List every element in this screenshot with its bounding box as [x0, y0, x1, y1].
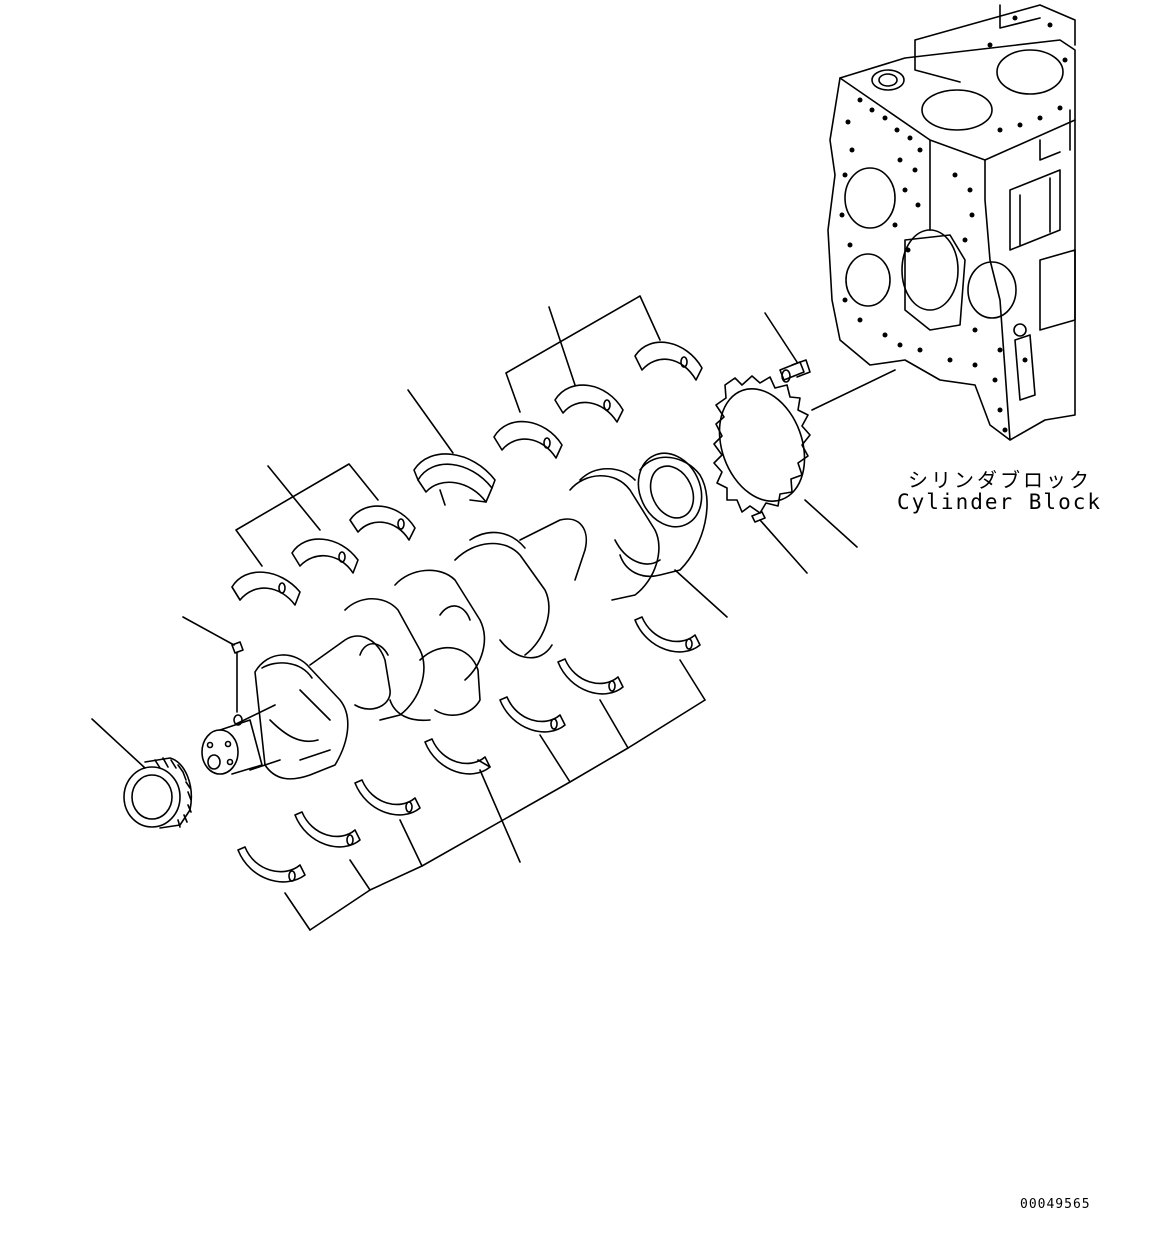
bolt [780, 360, 810, 382]
cylinder-block-label-en: Cylinder Block [897, 490, 1103, 514]
sensor-ring-gear [705, 376, 820, 513]
leader-line [812, 370, 895, 410]
leader-line [805, 500, 857, 547]
leader-line [183, 617, 237, 712]
crank-gear [124, 758, 191, 828]
lower-bearing-leaders [285, 660, 705, 930]
drawing-number: 00049565 [1020, 1197, 1091, 1212]
cylinder-block-label-jp: シリンダブロック [908, 468, 1092, 492]
crankshaft [202, 443, 713, 779]
upper-main-bearing-shells [232, 342, 702, 605]
lower-main-bearing-shells [238, 617, 700, 882]
leader-line [760, 520, 807, 573]
leader-line [765, 313, 797, 362]
dowel-pin [752, 512, 765, 522]
leader-line [92, 719, 145, 768]
leader-line [675, 570, 727, 617]
key [232, 642, 243, 653]
upper-bearing-leaders [236, 296, 660, 566]
cylinder-block [828, 5, 1075, 440]
